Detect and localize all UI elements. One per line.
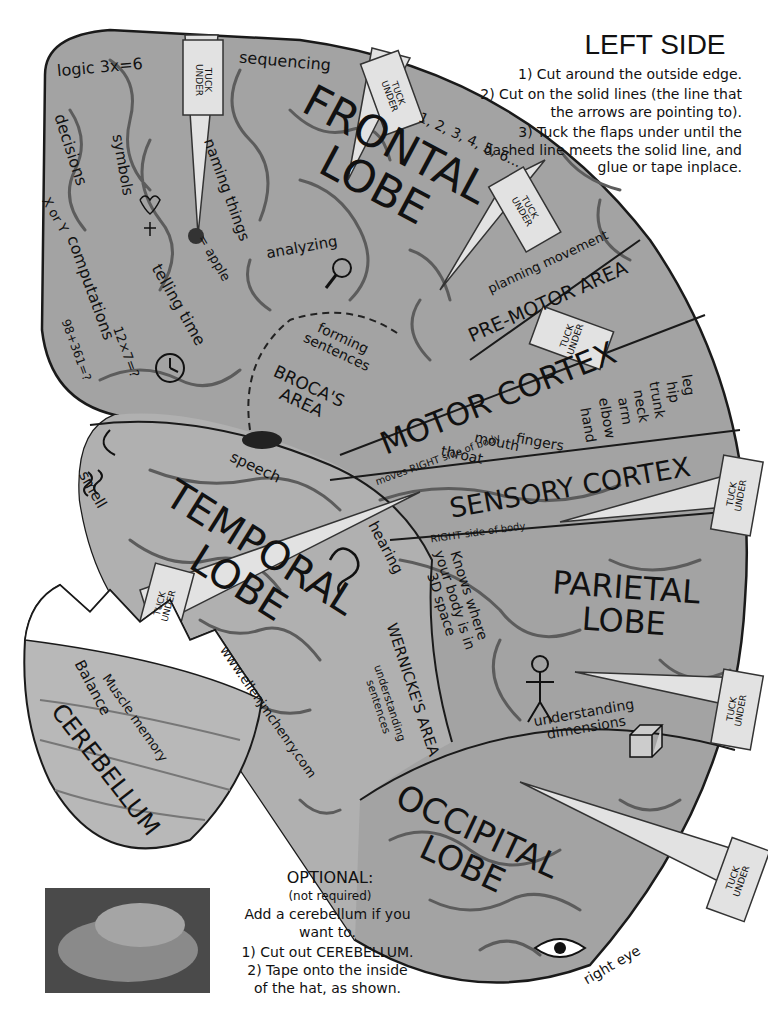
- flap-strip: [711, 455, 763, 536]
- cerebellum-region: BalanceMuscle memoryCEREBELLUM: [20, 580, 270, 850]
- cerebellum-piece: [24, 585, 262, 848]
- eye-icon: [535, 939, 585, 957]
- flap-strip: [183, 40, 223, 115]
- eye-pupil: [554, 942, 566, 954]
- flap-strip: [707, 837, 768, 921]
- cube-icon: [630, 725, 662, 757]
- lobe-region: OCCIPITAL LOBE: [350, 720, 750, 1010]
- region-note: RIGHT side of body: [430, 521, 526, 545]
- flap-label: TUCK UNDER: [194, 60, 213, 100]
- cortex-band: SENSORY CORTEXRIGHT side of body: [360, 440, 750, 560]
- photo-lobe: [95, 903, 185, 947]
- lips-icon: [242, 431, 282, 449]
- cerebellum-tabs: [25, 585, 262, 700]
- instruction-text: Add a cerebellum if you want to.: [240, 906, 415, 941]
- clock-icon: [156, 354, 184, 382]
- instruction-text: 1) Cut out CEREBELLUM.: [240, 944, 415, 962]
- instruction-text: (not required): [245, 889, 415, 904]
- page-title: LEFT SIDE: [584, 30, 725, 59]
- symbol-icons: [140, 196, 160, 236]
- flap-strip: [711, 669, 763, 750]
- magnifier-handle: [326, 275, 336, 288]
- function-label: arm: [615, 396, 634, 426]
- region-name: TEMPORAL LOBE: [126, 466, 374, 664]
- clock-hands: [170, 358, 178, 372]
- region-note: PRE-MOTOR AREA: [465, 258, 630, 346]
- instruction-text: 1) Cut around the outside edge.: [470, 66, 742, 84]
- instruction-text: 2) Tape onto the inside of the hat, as s…: [240, 962, 415, 997]
- region-note: BROCA'S AREA: [257, 360, 354, 430]
- region-name: SENSORY CORTEX: [447, 453, 692, 523]
- function-label: hip: [664, 380, 682, 404]
- region-name: PARIETAL LOBE: [508, 563, 742, 646]
- flap-strip: [489, 167, 561, 252]
- magnifier-icon: [333, 259, 351, 277]
- function-label: leg: [679, 373, 697, 397]
- area-region: forming sentencesBROCA'S AREA: [250, 310, 400, 440]
- region-note: CEREBELLUM: [46, 700, 164, 841]
- region-name: forming sentences: [295, 314, 384, 377]
- broca-dashed-border: [248, 313, 400, 430]
- instruction-text: OPTIONAL:: [245, 868, 415, 888]
- example-photo: [45, 888, 210, 993]
- region-note: Muscle memory: [100, 672, 171, 765]
- instruction-text: 2) Cut on the solid lines (the line that…: [470, 86, 742, 121]
- lobe-region: FRONTAL LOBEforming sentencesBROCA'S ARE…: [30, 30, 470, 460]
- stick-figure-head: [532, 656, 548, 672]
